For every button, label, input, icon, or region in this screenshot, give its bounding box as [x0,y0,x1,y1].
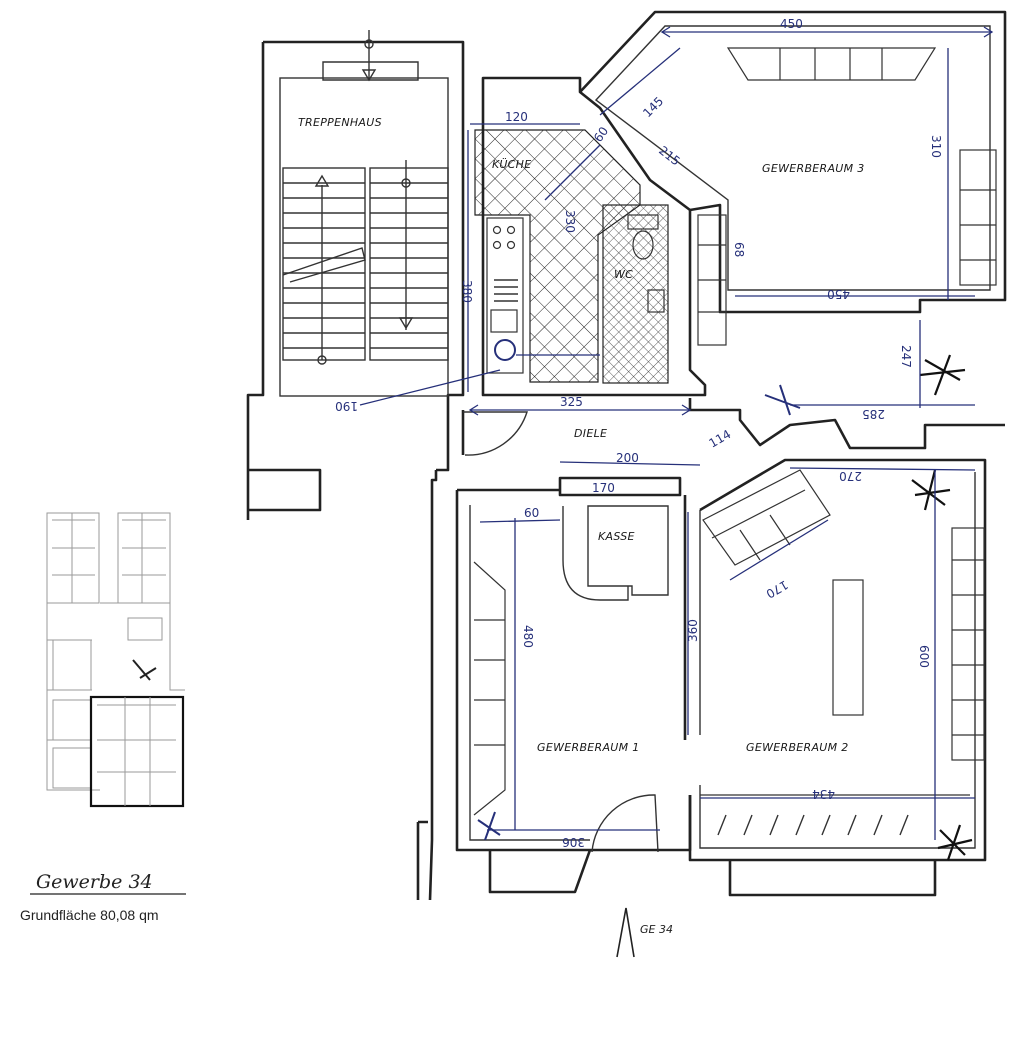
dim-bad: 190 [335,399,358,413]
dim-g2-left: 360 [686,619,700,642]
dim-g3-inner: 68 [732,242,746,257]
entrance-label: GE 34 [640,923,673,936]
room-label-wc: WC [614,268,633,281]
dim-g1-top-small: 60 [524,506,539,520]
room-label-gewerberaum-2: GEWERBERAUM 2 [746,741,849,754]
kitchen-floor-hatch [474,129,641,383]
plant-symbols [477,354,973,861]
dim-diele-vert: 247 [899,345,913,368]
room-label-kasse: KASSE [598,530,635,543]
kitchen-counter [486,217,524,374]
dimension-lines [359,26,994,840]
room-label-treppenhaus: TREPPENHAUS [298,116,382,129]
dim-g1-top-left: 200 [616,451,639,465]
entrance-marker: GE 34 [616,907,673,958]
legend: Gewerbe 34 Grundfläche 80,08 qm [20,871,186,923]
dim-kueche-top: 120 [505,110,528,124]
dim-g1-height: 480 [521,625,535,648]
legend-area: Grundfläche 80,08 qm [20,907,159,923]
dim-kueche-len: 330 [563,210,577,233]
room-label-gewerberaum-3: GEWERBERAUM 3 [762,162,865,175]
dim-g1-bottom: 306 [562,835,585,849]
dim-diele-small: 114 [707,427,734,451]
dim-g2-bottom: 434 [812,787,835,801]
key-map-highlight [89,695,185,808]
dimension-labels: 450 310 145 215 68 450 120 60 330 380 19… [335,17,943,849]
fixtures [282,30,997,861]
dim-g2-diag: 170 [764,577,791,601]
dim-diele-right: 285 [862,407,885,421]
legend-title: Gewerbe 34 [36,871,153,893]
room-label-kueche: KÜCHE [492,158,531,171]
wc-fixtures [627,214,665,313]
key-map [46,512,185,808]
doors [463,411,659,853]
dim-g2-top: 270 [839,469,862,483]
g2-furniture [700,469,985,836]
walls [246,10,1007,901]
bad-pointer-icon [494,339,516,361]
dim-g3-diag: 145 [640,94,666,120]
stairs [282,30,449,365]
dim-g3-diag2: 215 [656,143,683,168]
dim-g3-bottom: 450 [827,287,850,301]
room-label-diele: DIELE [574,427,607,440]
g3-shelves [697,47,997,346]
dim-g3-right: 310 [929,135,943,158]
dim-g3-top: 450 [780,17,803,31]
dim-diele-width: 325 [560,395,583,409]
wc-floor-hatch [602,204,669,384]
g1-shelves [473,561,506,816]
dim-g2-right: 600 [917,645,931,668]
dim-kueche-left: 380 [460,280,474,303]
dim-g1-top: 170 [592,481,615,495]
room-labels: TREPPENHAUS KÜCHE WC DIELE KASSE GEWERBE… [298,116,865,754]
room-label-gewerberaum-1: GEWERBERAUM 1 [537,741,640,754]
